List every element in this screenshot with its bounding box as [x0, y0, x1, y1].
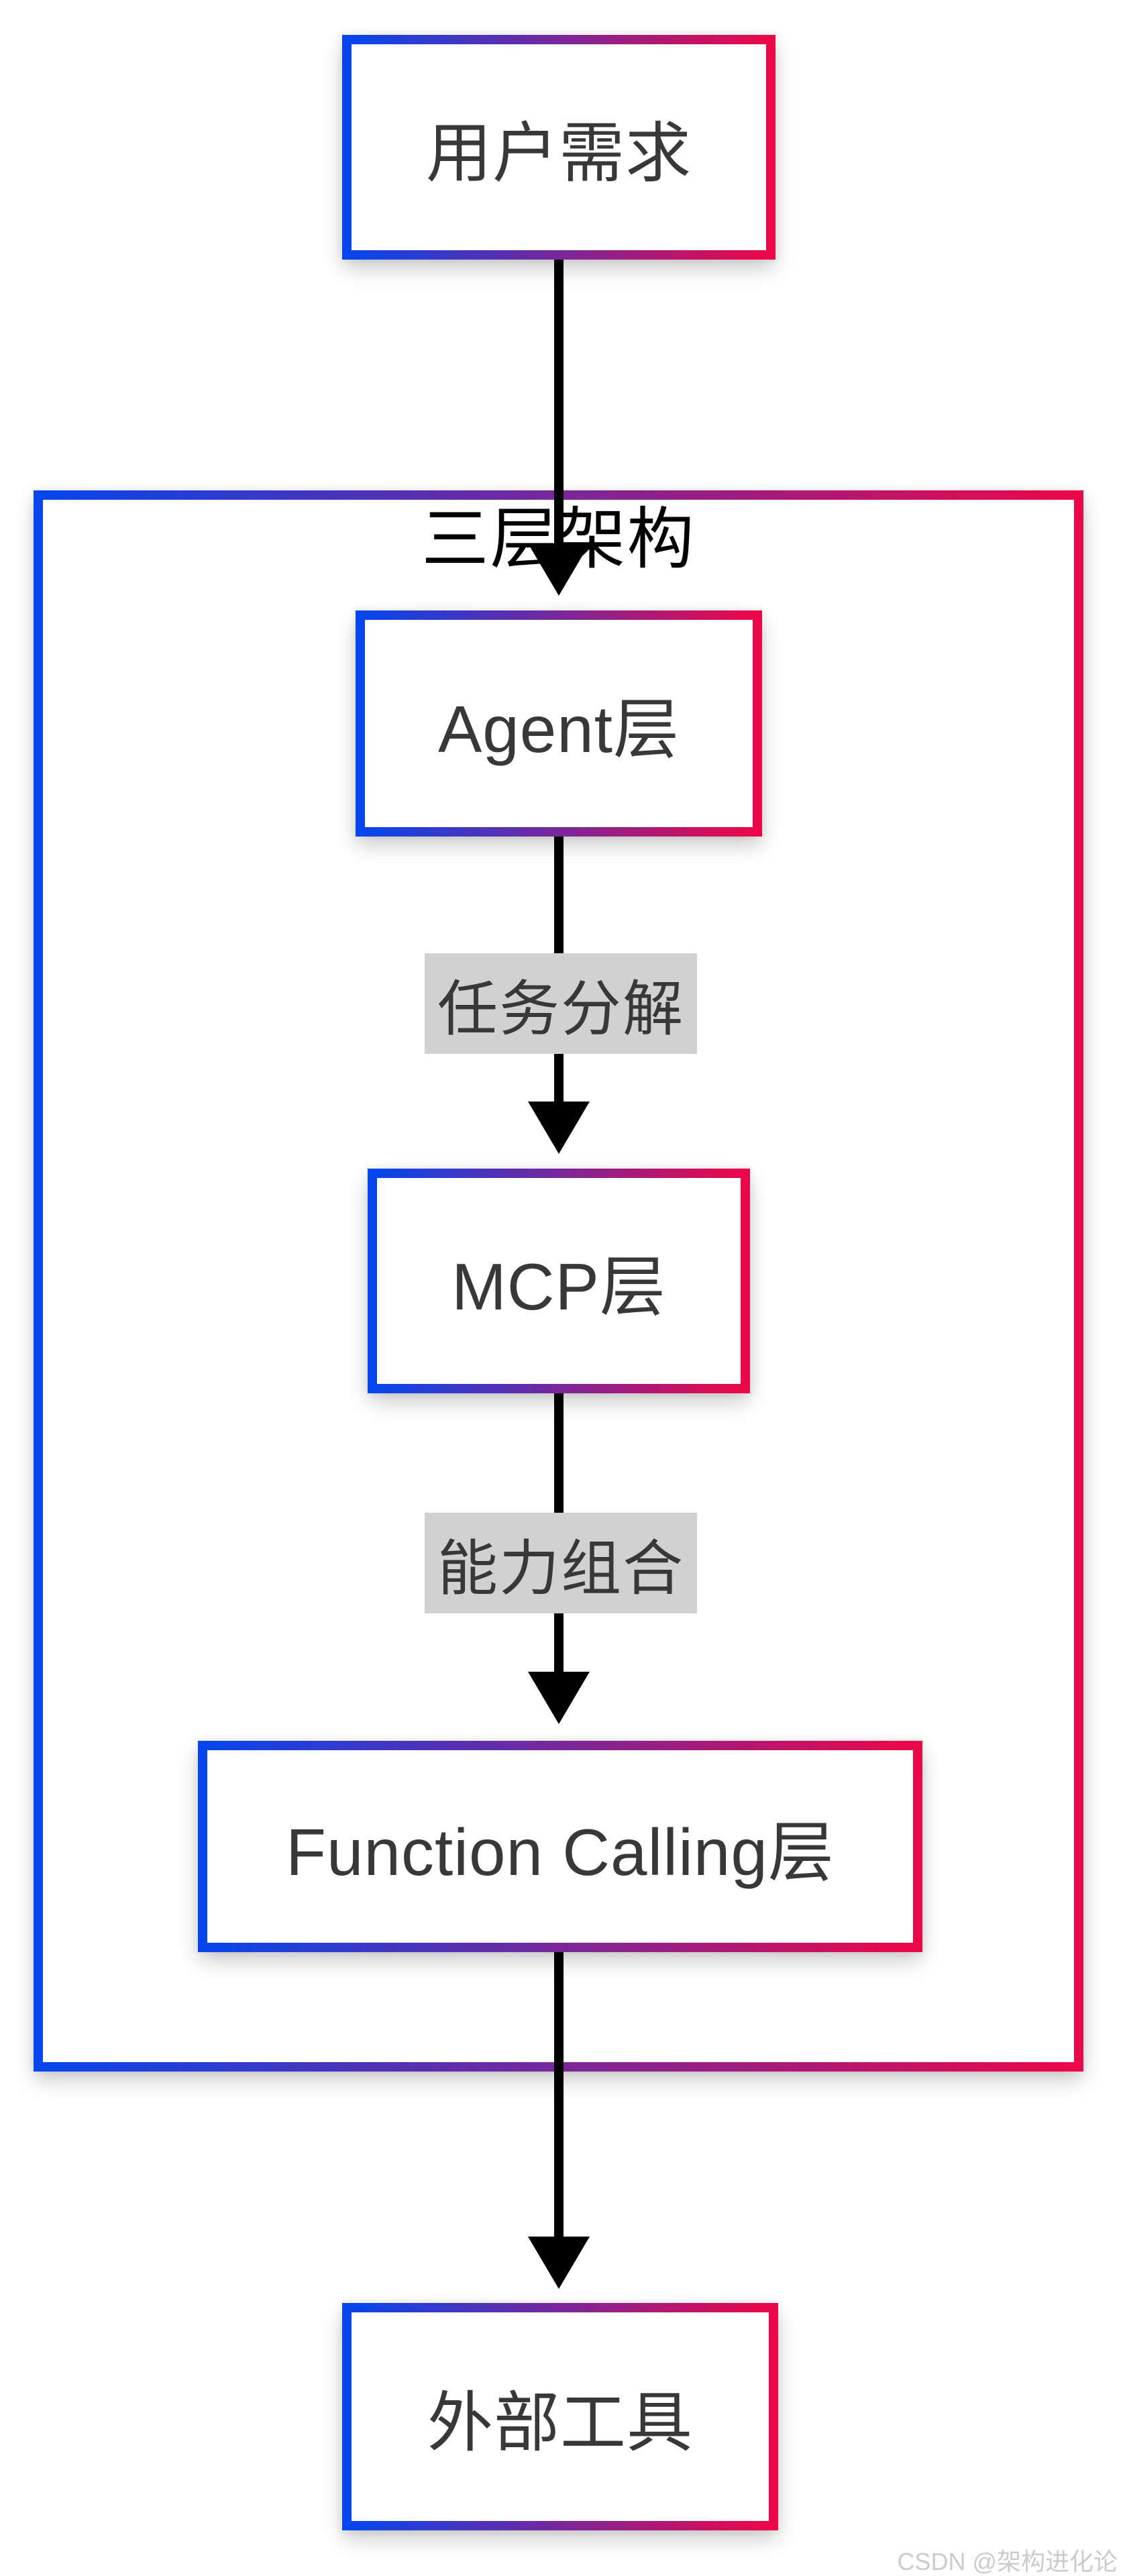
node-mcp-layer-label: MCP层 — [451, 1249, 666, 1324]
edge-label-task-decomposition: 任务分解 — [425, 953, 697, 1054]
node-agent-layer-label: Agent层 — [437, 692, 680, 766]
node-function-calling-layer: Function Calling层 — [198, 1741, 922, 1952]
edge-label-capability-composition: 能力组合 — [425, 1513, 697, 1613]
node-function-calling-layer-label: Function Calling层 — [286, 1815, 835, 1889]
node-user-demand-label: 用户需求 — [425, 115, 692, 190]
node-agent-layer: Agent层 — [356, 610, 762, 837]
node-user-demand: 用户需求 — [342, 35, 776, 260]
node-external-tools: 外部工具 — [342, 2303, 778, 2530]
node-external-tools-label: 外部工具 — [427, 2385, 693, 2459]
node-mcp-layer: MCP层 — [368, 1169, 750, 1393]
csdn-watermark: CSDN @架构进化论 — [897, 2548, 1118, 2575]
container-title: 三层架构 — [421, 502, 696, 577]
